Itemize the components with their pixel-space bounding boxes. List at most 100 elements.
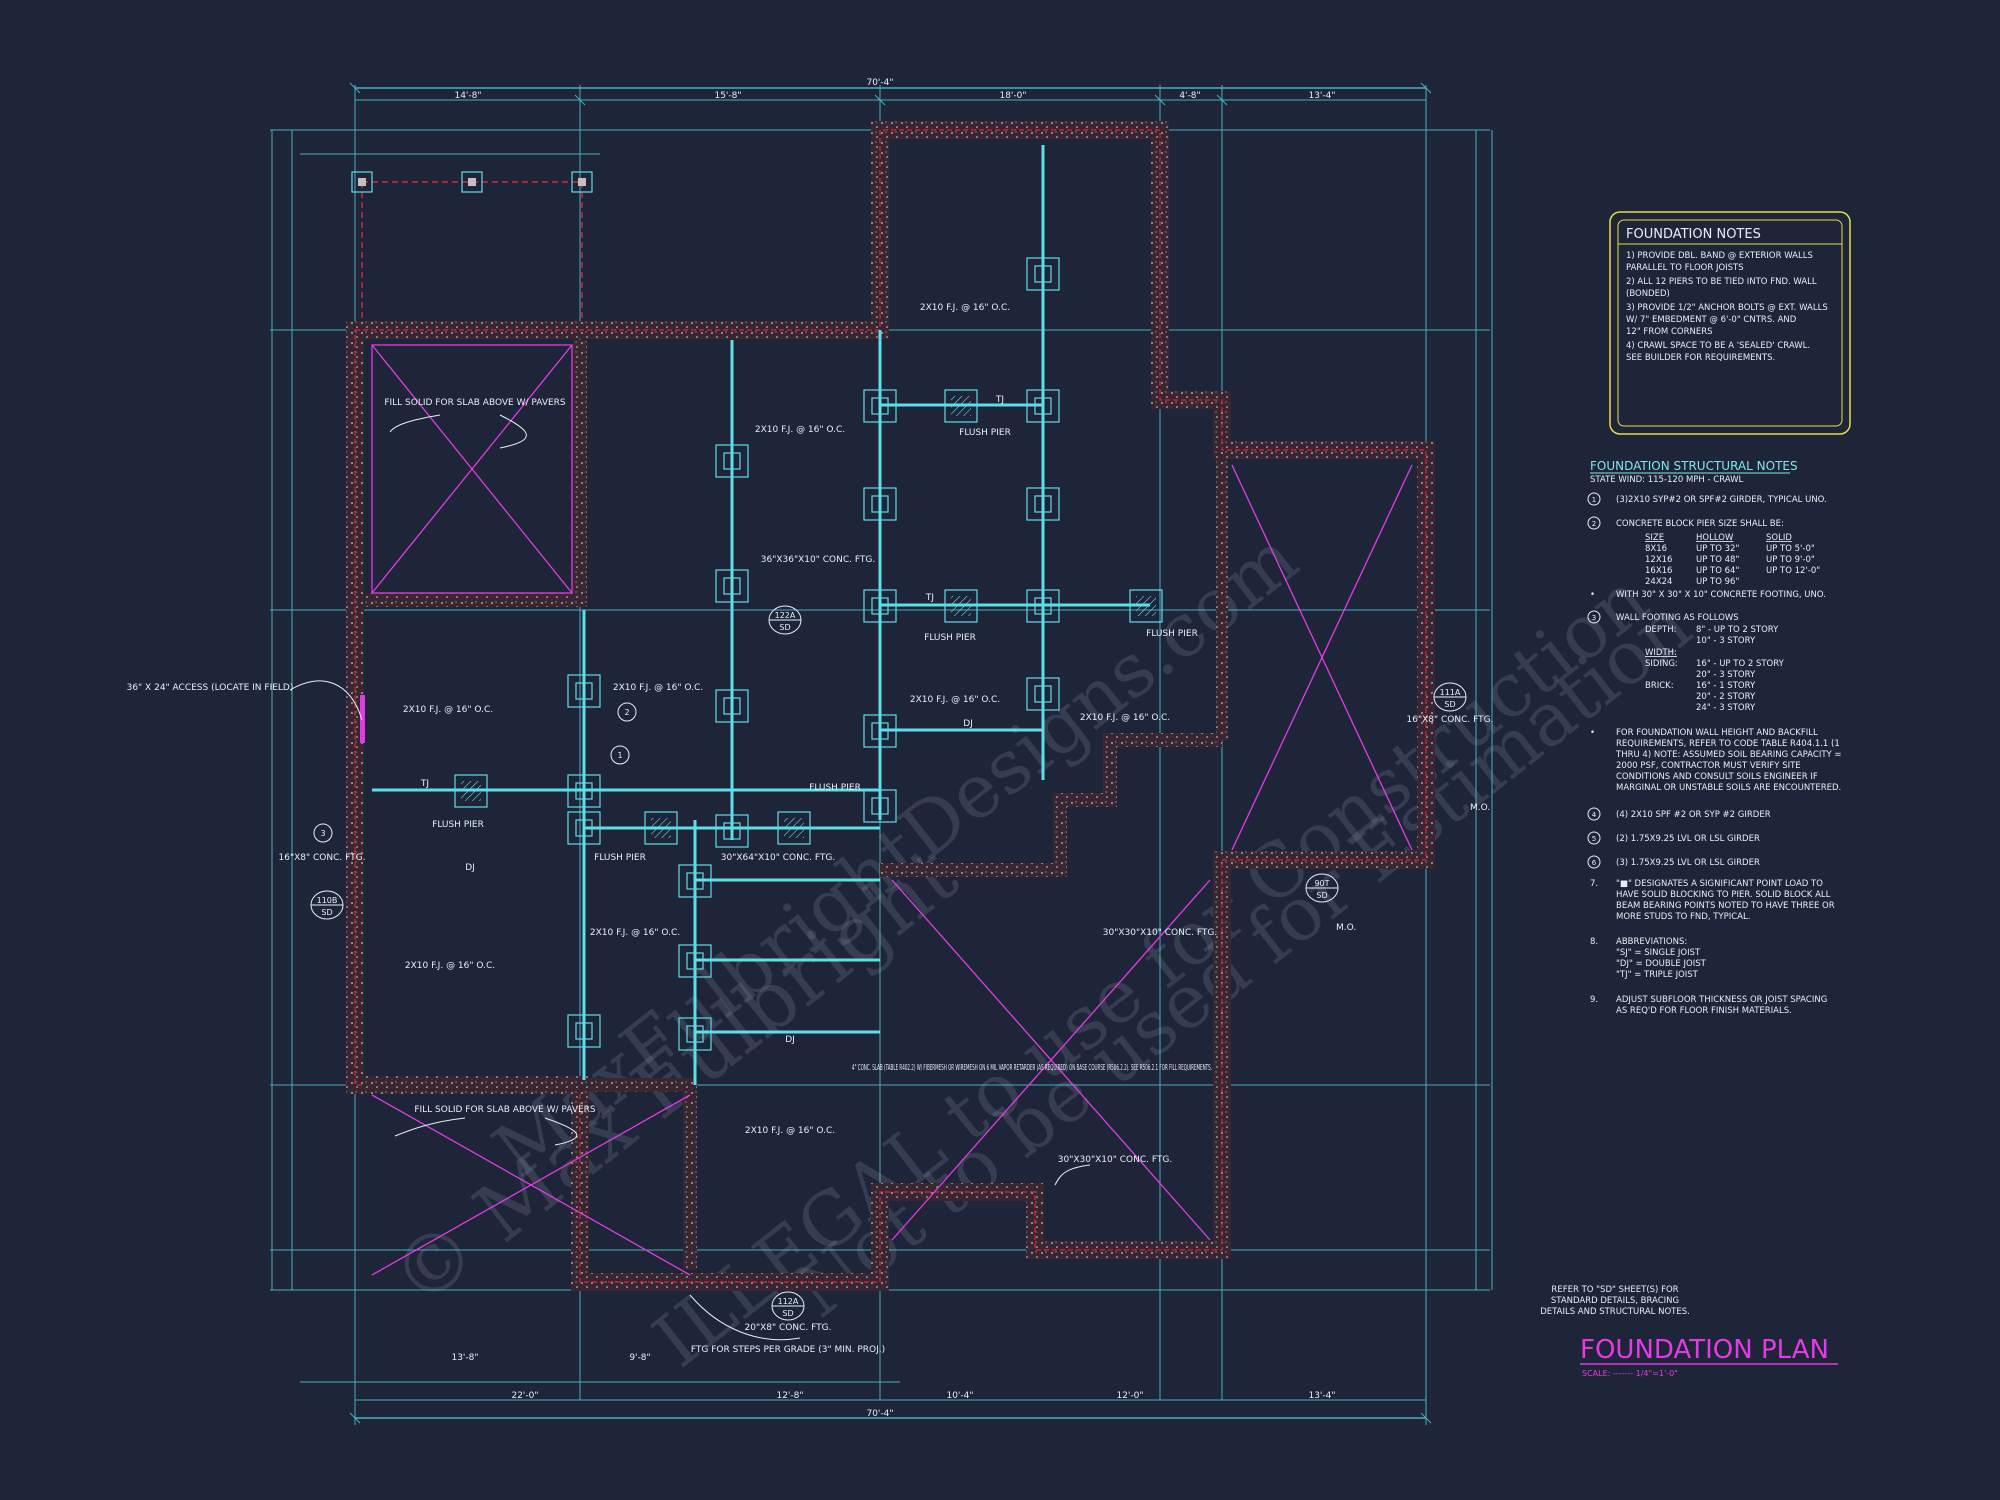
piers bbox=[567, 257, 1060, 1051]
svg-text:10" - 3 STORY: 10" - 3 STORY bbox=[1696, 636, 1756, 646]
svg-text:SD: SD bbox=[1444, 700, 1455, 709]
dim-top-4: 4'-8" bbox=[1179, 91, 1200, 101]
leader-lines bbox=[389, 414, 1091, 1341]
svg-text:24" - 3 STORY: 24" - 3 STORY bbox=[1696, 703, 1756, 713]
svg-text:6: 6 bbox=[1592, 859, 1597, 867]
svg-text:WIDTH:: WIDTH: bbox=[1645, 648, 1677, 658]
label-flush-pier-3: FLUSH PIER bbox=[1146, 629, 1198, 639]
svg-text:UP TO 5'-0": UP TO 5'-0" bbox=[1766, 544, 1815, 554]
svg-text:90T: 90T bbox=[1314, 879, 1329, 888]
dim-bottom-1: 22'-0" bbox=[511, 1391, 538, 1401]
svg-text:2: 2 bbox=[1592, 520, 1596, 528]
svg-text:UP TO 32": UP TO 32" bbox=[1696, 544, 1739, 554]
dim-top-1: 14'-8" bbox=[454, 91, 481, 101]
svg-text:16" - UP TO 2 STORY: 16" - UP TO 2 STORY bbox=[1696, 659, 1785, 669]
svg-text:16" - 1 STORY: 16" - 1 STORY bbox=[1696, 681, 1756, 691]
svg-text:CONDITIONS AND CONSULT SOILS E: CONDITIONS AND CONSULT SOILS ENGINEER IF bbox=[1616, 772, 1818, 782]
svg-text:24x24: 24x24 bbox=[1645, 577, 1672, 587]
label-tj-2: TJ bbox=[925, 593, 934, 603]
label-mo-2: M.O. bbox=[1336, 923, 1356, 933]
svg-text:(2) 1.75x9.25 LVL OR LSL GIRDE: (2) 1.75x9.25 LVL OR LSL GIRDER bbox=[1616, 834, 1760, 844]
label-mo-1: M.O. bbox=[1470, 803, 1490, 813]
overall-width-top: 70'-4" bbox=[866, 78, 893, 88]
dim-bottom-7: 9'-8" bbox=[629, 1353, 650, 1363]
svg-text:BEAM BEARING POINTS NOTED TO H: BEAM BEARING POINTS NOTED TO HAVE THREE … bbox=[1616, 901, 1835, 911]
svg-text:•: • bbox=[1590, 590, 1595, 600]
svg-text:STANDARD DETAILS, BRACING: STANDARD DETAILS, BRACING bbox=[1551, 1296, 1679, 1306]
svg-text:8.: 8. bbox=[1590, 937, 1598, 947]
plan-labels: FILL SOLID FOR SLAB ABOVE W/ PAVERS FILL… bbox=[127, 303, 1494, 1355]
svg-text:112A: 112A bbox=[778, 1297, 799, 1306]
svg-text:THRU 4) NOTE: ASSUMED SOIL BEA: THRU 4) NOTE: ASSUMED SOIL BEARING CAPAC… bbox=[1615, 750, 1842, 760]
svg-text:"■" DESIGNATES A SIGNIFICANT P: "■" DESIGNATES A SIGNIFICANT POINT LOAD … bbox=[1616, 879, 1823, 889]
svg-text:SIZE: SIZE bbox=[1645, 533, 1664, 543]
label-tj-1: TJ bbox=[995, 395, 1004, 405]
svg-text:REFER TO "SD" SHEET(S) FOR: REFER TO "SD" SHEET(S) FOR bbox=[1551, 1285, 1678, 1295]
svg-text:HAVE SOLID BLOCKING TO PIER. S: HAVE SOLID BLOCKING TO PIER. SOLID BLOCK… bbox=[1616, 890, 1831, 900]
svg-text:8" - UP TO 2 STORY: 8" - UP TO 2 STORY bbox=[1696, 625, 1779, 635]
label-ftg-30x64: 30"x64"x10" CONC. FTG. bbox=[721, 853, 835, 863]
svg-text:3: 3 bbox=[1592, 614, 1596, 622]
section-markers bbox=[310, 605, 1467, 1321]
overall-width-bottom: 70'-4" bbox=[866, 1409, 893, 1419]
svg-text:"TJ" = TRIPLE JOIST: "TJ" = TRIPLE JOIST bbox=[1616, 970, 1699, 980]
svg-text:110B: 110B bbox=[317, 896, 338, 905]
svg-text:BRICK:: BRICK: bbox=[1645, 681, 1674, 691]
svg-text:UP TO 64": UP TO 64" bbox=[1696, 566, 1739, 576]
svg-text:(3)2x10 SYP#2 OR SPF#2 GIRDER,: (3)2x10 SYP#2 OR SPF#2 GIRDER, TYPICAL U… bbox=[1616, 495, 1827, 505]
pier-size-table: SIZE HOLLOW SOLID 8x16 UP TO 32" UP TO 5… bbox=[1645, 533, 1820, 587]
porch-columns bbox=[351, 171, 593, 335]
svg-text:2000 PSF, CONTRACTOR MUST VERI: 2000 PSF, CONTRACTOR MUST VERIFY SITE bbox=[1616, 761, 1801, 771]
svg-text:3) PROVIDE 1/2" ANCHOR BOLTS @: 3) PROVIDE 1/2" ANCHOR BOLTS @ EXT. WALL… bbox=[1626, 303, 1828, 313]
dim-bottom-2: 12'-8" bbox=[776, 1391, 803, 1401]
svg-text:DEPTH:: DEPTH: bbox=[1645, 625, 1677, 635]
foundation-notes-lines: 1) PROVIDE DBL. BAND @ EXTERIOR WALLS PA… bbox=[1626, 251, 1828, 363]
svg-text:MORE STUDS TO FND, TYPICAL.: MORE STUDS TO FND, TYPICAL. bbox=[1616, 912, 1750, 922]
svg-text:2) ALL 12 PIERS TO BE TIED INT: 2) ALL 12 PIERS TO BE TIED INTO FND. WAL… bbox=[1626, 277, 1817, 287]
svg-text:UP TO 96": UP TO 96" bbox=[1696, 577, 1739, 587]
title-foundation-plan: FOUNDATION PLAN bbox=[1580, 1335, 1829, 1365]
svg-text:(BONDED): (BONDED) bbox=[1626, 289, 1670, 299]
foundation-notes-heading: FOUNDATION NOTES bbox=[1626, 227, 1761, 242]
svg-text:7.: 7. bbox=[1590, 879, 1598, 889]
svg-text:20" - 3 STORY: 20" - 3 STORY bbox=[1696, 670, 1756, 680]
structural-notes: FOUNDATION STRUCTURAL NOTES STATE Wind: … bbox=[1587, 459, 1842, 1016]
label-ftg-16x8-2: 16"x8" CONC. FTG. bbox=[279, 853, 366, 863]
svg-text:5: 5 bbox=[1592, 835, 1596, 843]
foundation-walls bbox=[346, 121, 1435, 1291]
svg-text:WITH 30" x 30" x 10" CONCRETE: WITH 30" x 30" x 10" CONCRETE FOOTING, U… bbox=[1616, 590, 1826, 600]
svg-text:PARALLEL TO FLOOR JOISTS: PARALLEL TO FLOOR JOISTS bbox=[1626, 263, 1744, 273]
structural-notes-heading: FOUNDATION STRUCTURAL NOTES bbox=[1590, 459, 1798, 473]
label-flush-pier-6: FLUSH PIER bbox=[809, 783, 861, 793]
svg-text:W/ 7" EMBEDMENT @ 6'-0" CNTRS.: W/ 7" EMBEDMENT @ 6'-0" CNTRS. AND bbox=[1626, 315, 1797, 325]
label-fj-3: 2x10 F.J. @ 16" O.C. bbox=[403, 705, 493, 715]
svg-text:3: 3 bbox=[320, 829, 325, 838]
svg-text:111A: 111A bbox=[1440, 688, 1461, 697]
refer-note: REFER TO "SD" SHEET(S) FOR STANDARD DETA… bbox=[1540, 1285, 1690, 1317]
label-fj-4: 2x10 F.J. @ 16" O.C. bbox=[613, 683, 703, 693]
svg-text:UP TO 12'-0": UP TO 12'-0" bbox=[1766, 566, 1820, 576]
svg-text:SOLID: SOLID bbox=[1766, 533, 1792, 543]
svg-text:SIDING:: SIDING: bbox=[1645, 659, 1678, 669]
svg-text:12x16: 12x16 bbox=[1645, 555, 1672, 565]
svg-text:SD: SD bbox=[779, 623, 790, 632]
svg-text:12" FROM CORNERS: 12" FROM CORNERS bbox=[1626, 327, 1713, 337]
svg-text:(3) 1.75x9.25 LVL OR LSL GIRDE: (3) 1.75x9.25 LVL OR LSL GIRDER bbox=[1616, 858, 1760, 868]
svg-text:UP TO 9'-0": UP TO 9'-0" bbox=[1766, 555, 1815, 565]
label-flush-pier-1: FLUSH PIER bbox=[959, 428, 1011, 438]
svg-text:8x16: 8x16 bbox=[1645, 544, 1667, 554]
dim-bottom-3: 10'-4" bbox=[946, 1391, 973, 1401]
label-fj-2: 2x10 F.J. @ 16" O.C. bbox=[920, 303, 1010, 313]
top-dimensions: 70'-4" 14'-8" 15'-8" 18'-0" 4'-8" 13'-4"… bbox=[451, 78, 1335, 1419]
label-ftg-36: 36"x36"x10" CONC. FTG. bbox=[761, 555, 875, 565]
label-steps-ftg: FTG FOR STEPS PER GRADE (3" MIN. PROJ.) bbox=[691, 1345, 885, 1355]
label-fj-5: 2x10 F.J. @ 16" O.C. bbox=[910, 695, 1000, 705]
svg-text:ABBREVIATIONS:: ABBREVIATIONS: bbox=[1616, 937, 1687, 947]
label-fj-9: 2x10 F.J. @ 16" O.C. bbox=[745, 1126, 835, 1136]
note-markers bbox=[1587, 492, 1601, 869]
svg-text:1) PROVIDE DBL. BAND @ EXTERIO: 1) PROVIDE DBL. BAND @ EXTERIOR WALLS bbox=[1626, 251, 1813, 261]
svg-text:DETAILS AND STRUCTURAL NOTES.: DETAILS AND STRUCTURAL NOTES. bbox=[1540, 1307, 1690, 1317]
structural-notes-subheading: STATE Wind: 115-120 mph - CRAWL bbox=[1590, 475, 1744, 485]
